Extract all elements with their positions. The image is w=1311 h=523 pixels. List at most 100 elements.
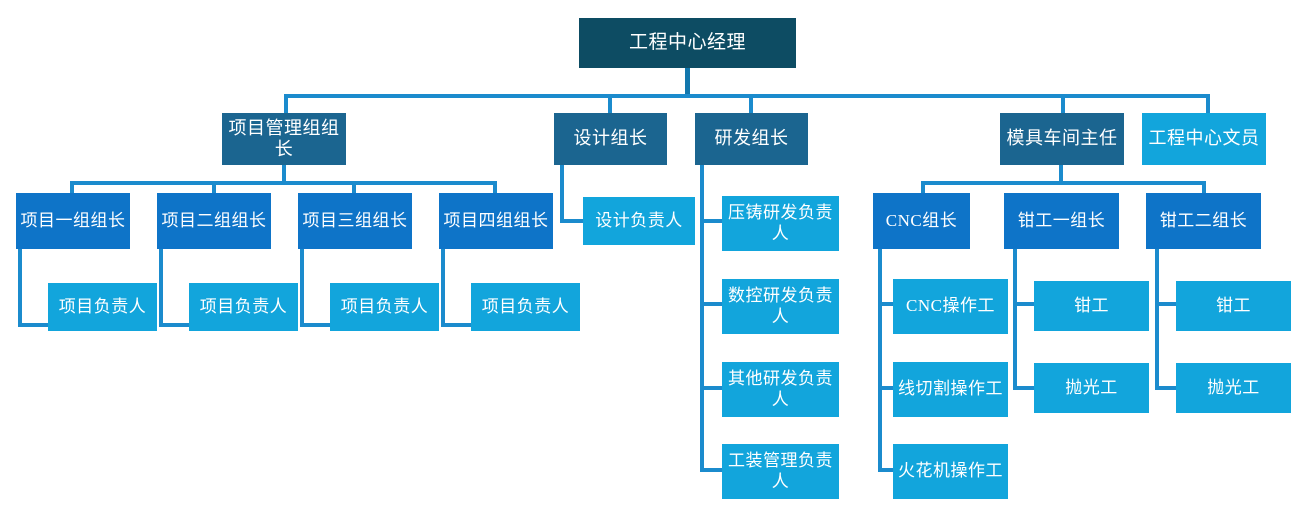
connector-pm-stem [282,165,286,183]
node-label: 研发组长 [714,128,789,149]
connector-rd-other-horiz [700,386,724,390]
connector-project-teams-bus [70,181,425,185]
connector-owner2-vert [159,249,163,327]
connector-fitter1-horiz [1013,302,1035,306]
connector-drop-team2 [212,181,216,193]
connector-rd-spine [700,165,704,472]
node-project-owner-2[interactable]: 项目负责人 [189,283,298,331]
connector-owner1-horiz [18,323,51,327]
node-label: 其他研发负责人 [728,369,833,409]
node-label: 钳工一组长 [1017,210,1106,230]
node-rd-group-leader[interactable]: 研发组长 [695,113,808,165]
node-label: 钳工二组长 [1159,210,1248,230]
node-project-owner-3[interactable]: 项目负责人 [330,283,439,331]
node-label: 钳工 [1074,295,1109,315]
node-design-group-leader[interactable]: 设计组长 [554,113,667,165]
node-cnc-group-leader[interactable]: CNC组长 [873,193,970,249]
connector-owner4-vert [441,249,445,327]
connector-fitter2-spine [1155,249,1159,390]
connector-owner2-horiz [159,323,192,327]
node-label: 工程中心经理 [628,31,746,53]
node-label: CNC组长 [885,210,958,230]
connector-drop-pm-group [284,94,288,113]
connector-rd-tooling-horiz [700,468,724,472]
connector-owner3-vert [300,249,304,327]
connector-owner1-vert [18,249,22,327]
connector-drop-mold [1061,94,1065,113]
connector-project-teams-bus-right [425,181,497,185]
connector-drop-clerk [1206,94,1210,113]
node-rd-diecast-owner[interactable]: 压铸研发负责人 [722,196,839,251]
connector-owner3-horiz [300,323,333,327]
node-label: 火花机操作工 [898,461,1003,481]
node-mold-workshop-director[interactable]: 模具车间主任 [1000,113,1124,165]
connector-drop-team3 [352,181,356,193]
node-label: 设计组长 [573,128,648,149]
node-polisher-1[interactable]: 抛光工 [1034,363,1149,413]
connector-drop-design [608,94,612,113]
node-label: 项目负责人 [340,296,429,316]
node-label: 项目一组组长 [20,210,126,230]
connector-design-owner-horiz [560,219,586,223]
node-label: 项目负责人 [58,296,147,316]
connector-rd-cnc-horiz [700,302,724,306]
connector-drop-fitter-leader-1 [1202,181,1206,193]
node-project-management-group-leader[interactable]: 项目管理组组长 [222,113,346,165]
node-label: 项目管理组组长 [228,117,340,159]
connector-fitter1-spine [1013,249,1017,390]
node-project-team-3-leader[interactable]: 项目三组组长 [298,193,412,249]
connector-polisher2-horiz [1155,386,1177,390]
node-label: 项目四组组长 [443,210,549,230]
node-label: 工程中心文员 [1148,128,1260,149]
connector-drop-cnc-leader [921,181,925,193]
node-engineering-center-manager[interactable]: 工程中心经理 [579,18,796,68]
node-label: 设计负责人 [595,210,683,230]
connector-wirecut-horiz [878,386,896,390]
connector-polisher1-horiz [1013,386,1035,390]
connector-drop-team1 [70,181,74,193]
connector-fitter2-horiz [1155,302,1177,306]
node-project-owner-4[interactable]: 项目负责人 [471,283,580,331]
node-label: 项目二组组长 [161,210,267,230]
connector-root-stem [685,68,690,96]
node-label: 钳工 [1216,295,1251,315]
node-label: 模具车间主任 [1006,128,1118,149]
node-fitter-group-2-leader[interactable]: 钳工二组长 [1146,193,1261,249]
node-label: 线切割操作工 [898,379,1003,399]
node-project-team-1-leader[interactable]: 项目一组组长 [16,193,130,249]
node-label: CNC操作工 [906,296,995,316]
node-rd-tooling-owner[interactable]: 工装管理负责人 [722,444,839,499]
connector-drop-team4 [493,181,497,193]
node-edm-operator[interactable]: 火花机操作工 [893,444,1008,499]
connector-owner4-horiz [441,323,474,327]
node-label: 抛光工 [1207,377,1260,397]
node-label: 项目三组组长 [302,210,408,230]
node-fitter-group-1-leader[interactable]: 钳工一组长 [1004,193,1119,249]
node-label: 压铸研发负责人 [728,203,833,243]
node-design-owner[interactable]: 设计负责人 [583,197,695,245]
node-label: 工装管理负责人 [728,451,833,491]
connector-drop-rd [749,94,753,113]
node-rd-other-owner[interactable]: 其他研发负责人 [722,362,839,417]
connector-rd-diecast-horiz [700,219,724,223]
connector-shop-leaders-bus [921,181,1206,185]
node-project-owner-1[interactable]: 项目负责人 [48,283,157,331]
node-label: 抛光工 [1065,377,1118,397]
connector-design-owner-vert [560,165,564,223]
connector-edm-horiz [878,468,896,472]
node-engineering-center-clerk[interactable]: 工程中心文员 [1142,113,1266,165]
node-fitter-2[interactable]: 钳工 [1176,281,1291,331]
node-label: 项目负责人 [481,296,570,316]
node-fitter-1[interactable]: 钳工 [1034,281,1149,331]
node-rd-cnc-owner[interactable]: 数控研发负责人 [722,279,839,334]
connector-cnc-operator-horiz [878,302,896,306]
connector-mold-stem [1059,165,1063,183]
node-cnc-operator[interactable]: CNC操作工 [893,279,1008,334]
node-label: 项目负责人 [199,296,288,316]
connector-cnc-spine [878,249,882,472]
node-wirecut-operator[interactable]: 线切割操作工 [893,362,1008,417]
node-project-team-2-leader[interactable]: 项目二组组长 [157,193,271,249]
node-polisher-2[interactable]: 抛光工 [1176,363,1291,413]
node-project-team-4-leader[interactable]: 项目四组组长 [439,193,553,249]
